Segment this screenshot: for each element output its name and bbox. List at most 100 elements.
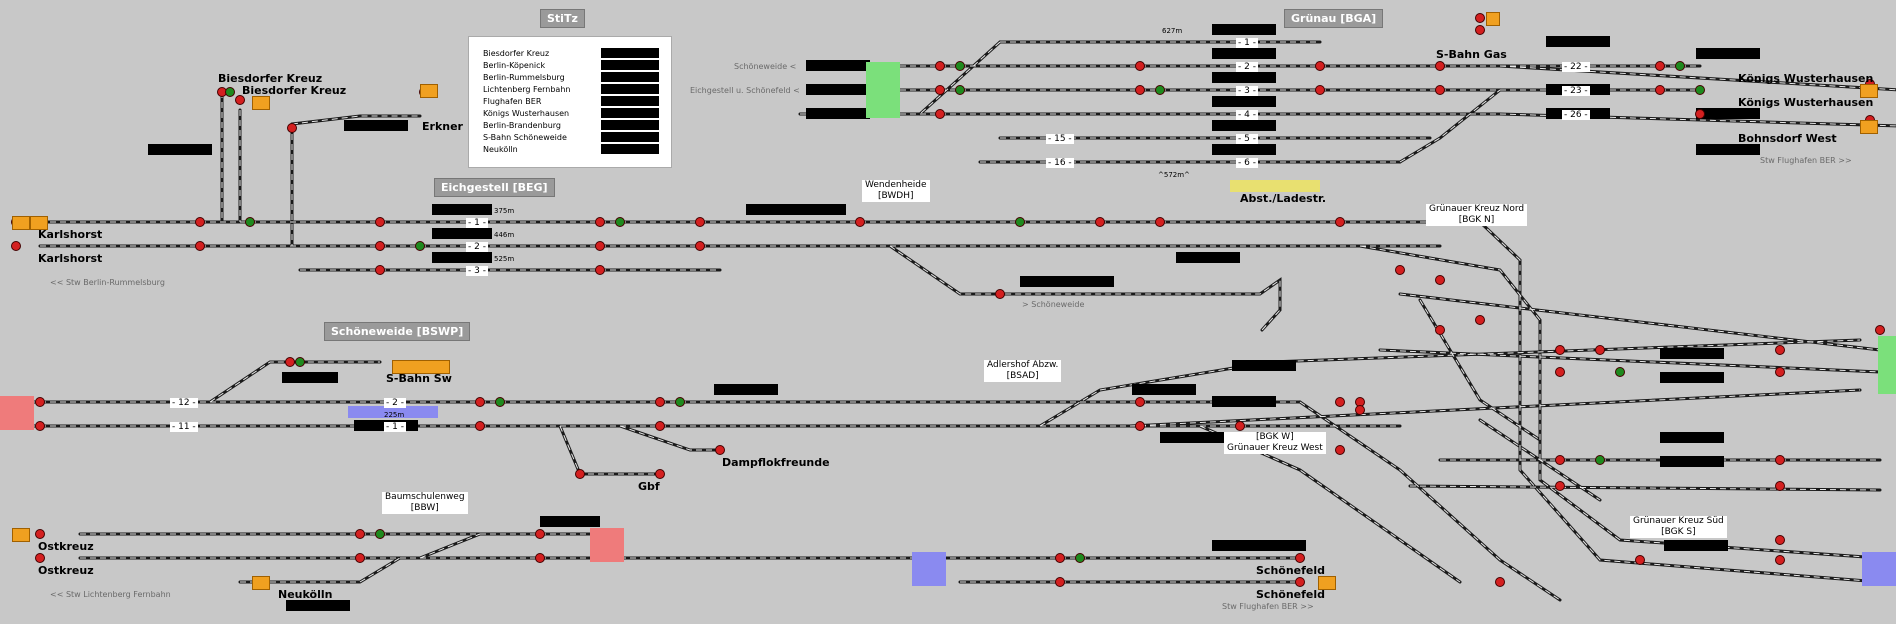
- signal-lamp: [1775, 455, 1785, 465]
- signal-lamp: [575, 469, 585, 479]
- signal-lamp: [935, 109, 945, 119]
- entry-stub-sbahn-gas[interactable]: [1486, 12, 1500, 26]
- entry-stub-schoenefeld[interactable]: [1318, 576, 1336, 590]
- block-display: [1132, 384, 1196, 395]
- track-num-g4: - 4 -: [1236, 110, 1258, 120]
- entry-stub-karlshorst[interactable]: [12, 216, 30, 230]
- signal-lamp: [935, 61, 945, 71]
- legend-label: Lichtenberg Fernbahn: [483, 84, 571, 94]
- legend-row[interactable]: Lichtenberg Fernbahn: [469, 83, 671, 95]
- track-highlight: [1039, 339, 1861, 427]
- entry-stub-kw-2[interactable]: [1860, 120, 1878, 134]
- legend-display: [601, 60, 659, 70]
- track-highlight: [209, 361, 380, 403]
- entry-stub-sbahn-sw[interactable]: [392, 360, 450, 374]
- signal-lamp: [1435, 275, 1445, 285]
- signal-lamp: [1295, 577, 1305, 587]
- track-highlight: [1499, 113, 1896, 127]
- signal-lamp: [1595, 455, 1605, 465]
- hint-stw-lichtenberg[interactable]: << Stw Lichtenberg Fernbahn: [50, 590, 171, 599]
- block-display: [344, 120, 408, 131]
- signal-lamp: [1775, 481, 1785, 491]
- signals[interactable]: [11, 13, 1885, 587]
- legend-row[interactable]: Königs Wusterhausen: [469, 107, 671, 119]
- track-highlight: [919, 41, 1001, 115]
- track-highlight: [240, 557, 401, 583]
- legend-row[interactable]: Berlin-Köpenick: [469, 59, 671, 71]
- hint-stw-flughafen-1[interactable]: Stw Flughafen BER >>: [1760, 156, 1852, 165]
- signal-lamp: [1295, 553, 1305, 563]
- legend-row[interactable]: Flughafen BER: [469, 95, 671, 107]
- hint-schoeneweide-left[interactable]: Schöneweide <: [734, 62, 797, 71]
- signal-lamp: [1335, 217, 1345, 227]
- station-neukoelln: Neukölln: [278, 588, 333, 601]
- signal-lamp: [195, 217, 205, 227]
- track-len-g-top: 627m: [1162, 27, 1183, 35]
- signal-lamp: [1335, 397, 1345, 407]
- signal-lamp: [1135, 421, 1145, 431]
- signal-lamp: [35, 529, 45, 539]
- block-displays: [148, 24, 1760, 611]
- signal-lamp: [1355, 405, 1365, 415]
- block-display: [1232, 360, 1296, 371]
- signal-lamp: [1055, 553, 1065, 563]
- track-num-sw11: - 11 -: [170, 422, 198, 432]
- block-display: [1212, 396, 1276, 407]
- signal-lamp: [495, 397, 505, 407]
- signal-lamp: [1875, 325, 1885, 335]
- station-schoenefeld-2: Schönefeld: [1256, 588, 1326, 601]
- signal-lamp: [595, 265, 605, 275]
- signal-lamp: [355, 553, 365, 563]
- block-display: [1212, 24, 1276, 35]
- signal-lamp: [1595, 345, 1605, 355]
- legend-row[interactable]: Berlin-Rummelsburg: [469, 71, 671, 83]
- legend-label: Berlin-Brandenburg: [483, 120, 562, 130]
- track-highlights: [0, 41, 1896, 601]
- legend-label: Königs Wusterhausen: [483, 108, 570, 118]
- block-display: [148, 144, 212, 155]
- boundary-blue-right: [1862, 552, 1896, 586]
- track-highlight: [1129, 389, 1861, 427]
- track-len-eg1: 375m: [494, 207, 515, 215]
- legend-row[interactable]: Berlin-Brandenburg: [469, 119, 671, 131]
- block-display: [1660, 432, 1724, 443]
- track-num-sw12: - 12 -: [170, 398, 198, 408]
- signal-lamp: [695, 217, 705, 227]
- block-display: [1696, 108, 1760, 119]
- track-num-g26: - 26 -: [1562, 110, 1590, 120]
- signal-lamp: [375, 529, 385, 539]
- entry-stub-karlshorst-2[interactable]: [30, 216, 48, 230]
- entry-stub-biesdorf[interactable]: [252, 96, 270, 110]
- entry-stub-neukoelln[interactable]: [252, 576, 270, 590]
- block-display: [806, 108, 870, 119]
- track-len-sw: 225m: [384, 411, 405, 419]
- hint-stw-flughafen-2[interactable]: Stw Flughafen BER >>: [1222, 602, 1314, 611]
- block-display: [1212, 96, 1276, 107]
- legend-row[interactable]: Neukölln: [469, 143, 671, 155]
- hint-schoeneweide-arrow[interactable]: > Schöneweide: [1022, 300, 1085, 309]
- hint-eichgestell-left[interactable]: Eichgestell u. Schönefeld <: [690, 86, 800, 95]
- block-display: [1176, 252, 1240, 263]
- signal-lamp: [1555, 345, 1565, 355]
- legend-row[interactable]: S-Bahn Schöneweide: [469, 131, 671, 143]
- signal-lamp: [1055, 577, 1065, 587]
- hint-stw-rummelsburg[interactable]: << Stw Berlin-Rummelsburg: [50, 278, 165, 287]
- track-highlight: [1399, 293, 1881, 351]
- track-len-g-572: ^572m^: [1158, 171, 1190, 179]
- signal-lamp: [1435, 85, 1445, 95]
- station-kw-2: Königs Wusterhausen: [1738, 96, 1874, 109]
- area-title-stitz: StiTz: [540, 9, 585, 28]
- signal-lamp: [375, 217, 385, 227]
- boundary-red-left: [0, 396, 34, 430]
- entry-stub-kw-1[interactable]: [1860, 84, 1878, 98]
- station-biesdorfer-kreuz-2: Biesdorfer Kreuz: [242, 84, 347, 97]
- entry-stub-ostkreuz[interactable]: [12, 528, 30, 542]
- legend-row[interactable]: Biesdorfer Kreuz: [469, 47, 671, 59]
- entry-stub-erkner[interactable]: [420, 84, 438, 98]
- boundary-blue-schoenefeld: [912, 552, 946, 586]
- track-num-eg2: - 2 -: [466, 242, 488, 252]
- track-len-eg2: 446m: [494, 231, 515, 239]
- track-highlight: [619, 425, 720, 451]
- signal-lamp: [11, 241, 21, 251]
- legend-label: Neukölln: [483, 144, 518, 154]
